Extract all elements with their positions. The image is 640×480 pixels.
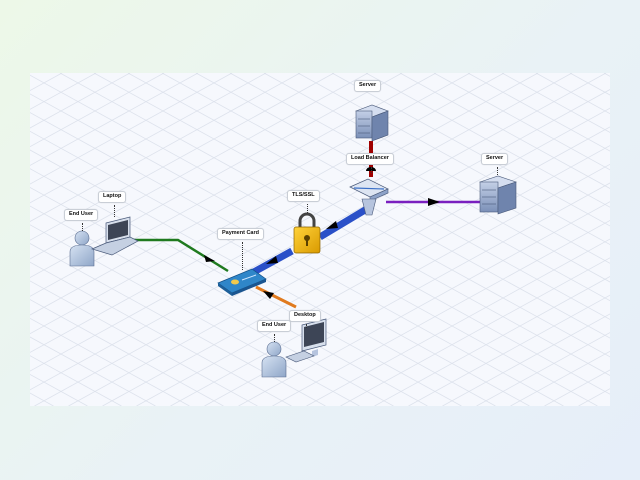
label-connector — [82, 223, 83, 231]
link-desktop-to-card — [255, 285, 297, 309]
laptop-icon — [90, 216, 139, 256]
arrowhead — [326, 221, 338, 229]
credit-card-icon — [217, 268, 267, 296]
diagram-svg — [30, 73, 610, 406]
label-tls: TLS/SSL — [287, 190, 320, 202]
label-server-top: Server — [354, 80, 382, 92]
link-card-to-tls — [250, 247, 294, 277]
load-balancer-icon — [349, 178, 389, 216]
link-loadbalancer-to-server-right — [386, 198, 480, 206]
label-end-user-top: End User — [64, 209, 99, 221]
server-top-icon — [355, 104, 389, 142]
arrowhead — [428, 198, 440, 206]
label-laptop: Laptop — [98, 191, 127, 203]
label-desktop: Desktop — [289, 310, 321, 322]
label-end-user-bottom: End User — [257, 320, 292, 332]
arrowhead — [204, 255, 215, 262]
diagram-canvas: Server Load Balancer Server TLS/SSL Lapt… — [30, 73, 610, 406]
label-payment-card: Payment Card — [217, 228, 264, 240]
arrowhead — [263, 291, 274, 299]
label-connector — [307, 204, 308, 213]
server-right-icon — [479, 175, 517, 215]
label-server-right: Server — [481, 153, 509, 165]
label-connector — [242, 242, 243, 270]
label-connector — [497, 167, 498, 175]
arrowhead — [266, 256, 278, 264]
label-connector — [274, 334, 275, 342]
label-connector — [114, 205, 115, 217]
link-tls-to-loadbalancer — [318, 203, 372, 241]
link-laptop-to-card — [128, 238, 229, 273]
end-user-top-icon — [69, 230, 95, 267]
end-user-bottom-icon — [261, 341, 287, 378]
label-connector — [371, 167, 372, 173]
label-connector — [306, 324, 307, 328]
isometric-grid — [30, 73, 610, 406]
desktop-icon — [285, 318, 327, 363]
padlock-icon — [293, 212, 321, 254]
label-load-balancer: Load Balancer — [346, 153, 394, 165]
